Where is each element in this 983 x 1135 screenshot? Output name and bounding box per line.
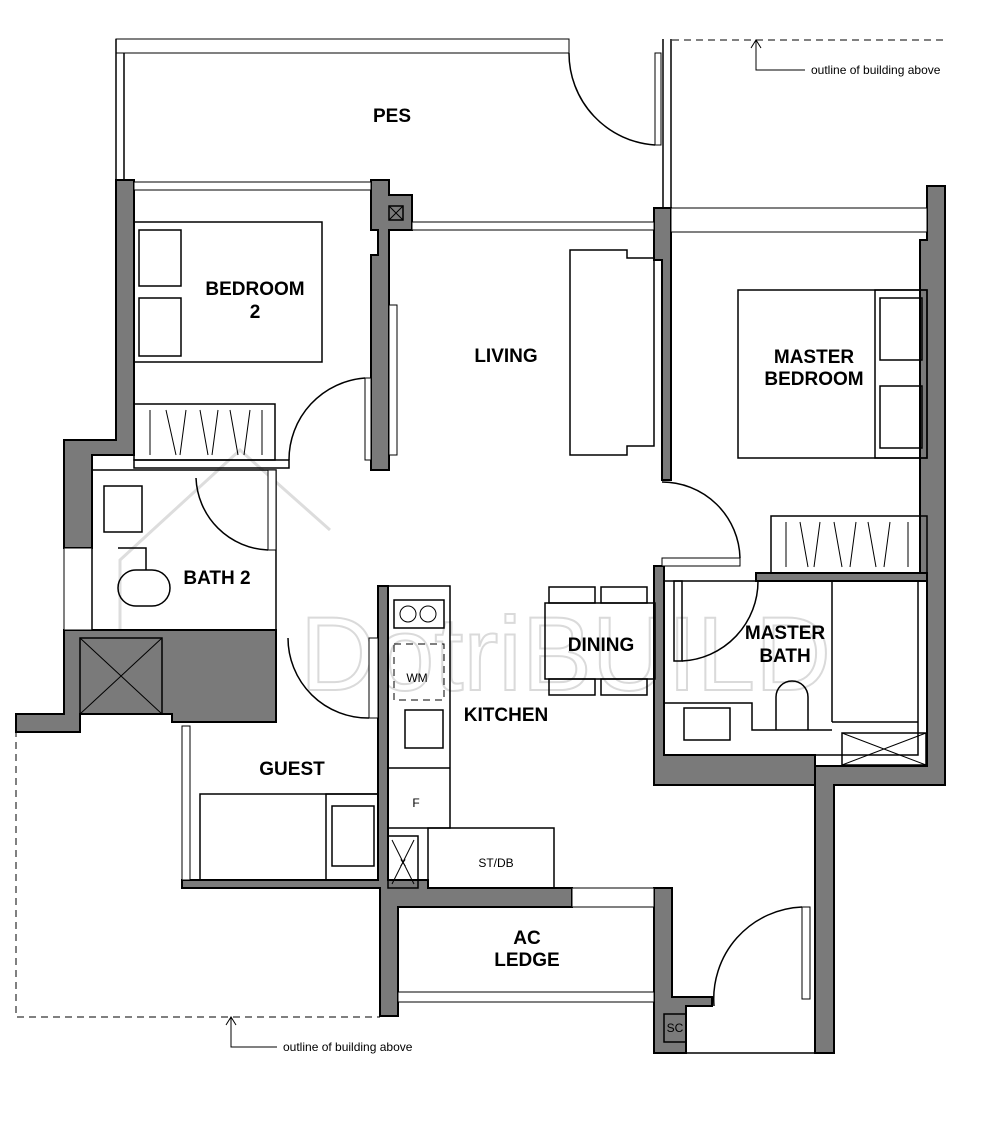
entry-door xyxy=(663,906,815,1054)
label-dining: DINING xyxy=(568,635,635,656)
guest-room xyxy=(199,637,379,881)
label-pes: PES xyxy=(373,106,411,127)
fixture-labels: WM F ST/DB SC x xyxy=(388,205,684,1035)
building-outline-above xyxy=(15,39,945,1048)
label-master-bedroom-line2: BEDROOM xyxy=(764,369,863,390)
windows xyxy=(63,181,928,1003)
label-bedroom2-line2: 2 xyxy=(250,302,261,323)
master-bedroom-furniture xyxy=(661,289,928,574)
annotations: outline of building above outline of bui… xyxy=(283,63,941,1054)
label-bath2: BATH 2 xyxy=(183,568,250,589)
label-master-bath-line2: BATH xyxy=(759,646,810,667)
note-outline-top: outline of building above xyxy=(811,63,941,77)
label-guest: GUEST xyxy=(259,759,325,780)
pes-area xyxy=(115,38,672,208)
label-bedroom2-line1: BEDROOM xyxy=(205,279,304,300)
label-fridge: F xyxy=(412,796,419,810)
label-shelter-cupboard: SC xyxy=(667,1021,684,1035)
label-ac-ledge-line1: AC xyxy=(513,928,541,949)
label-living: LIVING xyxy=(474,346,537,367)
master-bath xyxy=(663,580,927,766)
label-store-db: ST/DB xyxy=(478,856,513,870)
label-washing-machine: WM xyxy=(406,671,427,685)
kitchen xyxy=(387,585,555,889)
note-outline-bottom: outline of building above xyxy=(283,1040,413,1054)
dining-table xyxy=(544,586,656,696)
bedroom2-furniture xyxy=(133,221,398,469)
label-vent-mark: x xyxy=(400,855,406,869)
living-sofa xyxy=(569,249,655,456)
room-labels: PES BEDROOM 2 LIVING MASTER BEDROOM BATH… xyxy=(183,106,863,971)
bath2 xyxy=(79,469,277,715)
label-kitchen: KITCHEN xyxy=(464,705,548,726)
label-ac-ledge-line2: LEDGE xyxy=(494,950,559,971)
label-master-bath-line1: MASTER xyxy=(745,623,826,644)
label-master-bedroom-line1: MASTER xyxy=(774,347,855,368)
